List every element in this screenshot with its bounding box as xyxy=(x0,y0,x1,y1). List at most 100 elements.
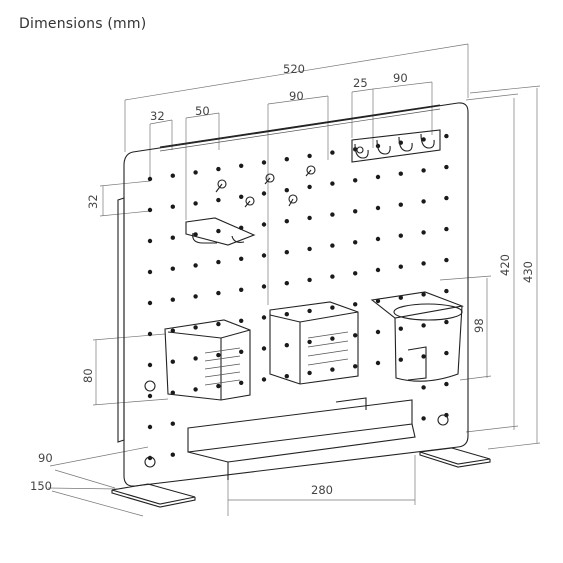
peg-hole xyxy=(421,385,426,390)
peg-hole xyxy=(353,240,358,245)
dim-hook-pitch: 25 xyxy=(353,76,368,90)
peg-hole xyxy=(170,390,175,395)
peg-hole xyxy=(170,235,175,240)
peg-hole xyxy=(353,178,358,183)
peg-hole xyxy=(330,243,335,248)
peg-hole xyxy=(398,202,403,207)
dim-base-depth: 150 xyxy=(30,479,52,493)
peg-hole xyxy=(375,174,381,180)
peg-hole xyxy=(330,367,335,372)
foot-left xyxy=(111,483,196,508)
peg-hole xyxy=(307,215,312,221)
dimension-lines xyxy=(47,43,541,517)
peg-hole xyxy=(353,364,358,369)
dim-height-total: 430 xyxy=(521,261,535,283)
peg-hole xyxy=(193,232,198,237)
peg-hole xyxy=(170,359,175,364)
peg-hole xyxy=(261,222,267,227)
peg-hole xyxy=(216,166,221,172)
peg-hole xyxy=(375,298,381,304)
peg-hole xyxy=(307,277,312,283)
peg-hole xyxy=(284,157,289,162)
peg-hole xyxy=(375,236,381,242)
dim-foot-depth: 90 xyxy=(38,451,53,465)
peg-hole xyxy=(216,228,221,234)
peg-hole xyxy=(170,328,175,333)
foot-right xyxy=(419,447,491,468)
peg-hole xyxy=(398,326,403,331)
peg-hole xyxy=(330,274,335,279)
peg-hole xyxy=(239,380,244,385)
peg-hole xyxy=(307,246,312,252)
peg-hole xyxy=(170,266,175,271)
dim-holder-width: 50 xyxy=(195,104,210,118)
peg-hole xyxy=(193,170,198,175)
peg-hole xyxy=(216,383,221,389)
peg-hole xyxy=(330,212,335,217)
peg-hole xyxy=(421,199,426,204)
peg-hole xyxy=(170,421,175,426)
peg-hole xyxy=(330,336,335,341)
peg-hole xyxy=(444,381,449,387)
peg-hole xyxy=(261,191,267,196)
peg-hole xyxy=(147,269,153,275)
peg-hole xyxy=(239,256,244,261)
peg-hole xyxy=(398,264,403,269)
peg-hole xyxy=(239,163,244,168)
peg-hole xyxy=(375,360,381,366)
peg-hole xyxy=(307,370,312,376)
peg-hole xyxy=(147,331,153,337)
peg-hole xyxy=(170,204,175,209)
peg-hole xyxy=(398,295,403,300)
peg-hole xyxy=(353,333,358,338)
bottom-shelf xyxy=(187,397,416,480)
peg-hole xyxy=(147,362,153,368)
peg-hole xyxy=(307,339,312,345)
peg-hole xyxy=(444,288,449,294)
peg-hole xyxy=(147,393,153,399)
peg-hole xyxy=(398,233,403,238)
peg-hole xyxy=(239,287,244,292)
peg-hole xyxy=(421,137,426,142)
peg-hole xyxy=(147,238,153,244)
peg-hole xyxy=(444,257,449,263)
peg-hole xyxy=(261,377,267,382)
diagram-title: Dimensions (mm) xyxy=(19,16,147,32)
peg-hole xyxy=(284,312,289,317)
peg-hole xyxy=(330,305,335,310)
peg-hole xyxy=(421,354,426,359)
peg-hole xyxy=(284,343,289,348)
peg-hole xyxy=(147,207,153,213)
peg-hole xyxy=(147,300,153,306)
peg-hole xyxy=(398,171,403,176)
dim-hook-span: 90 xyxy=(393,71,408,85)
dim-cup-height: 98 xyxy=(472,318,486,333)
peg-hole xyxy=(444,319,449,325)
basket-middle xyxy=(269,301,359,385)
dim-basket-height: 80 xyxy=(81,368,95,383)
peg-hole xyxy=(216,259,221,265)
peg-hole xyxy=(353,209,358,214)
peg-hole xyxy=(239,194,244,199)
peg-hole xyxy=(284,250,289,255)
peg-hole xyxy=(261,253,267,258)
dim-hole-row: 32 xyxy=(86,194,100,209)
peg-hole xyxy=(375,205,381,211)
peg-hole xyxy=(216,290,221,296)
dim-shelf-width: 280 xyxy=(311,483,333,497)
peg-hole xyxy=(284,374,289,379)
peg-hole xyxy=(193,356,198,361)
peg-hole xyxy=(330,150,335,155)
peg-hole xyxy=(444,412,449,418)
peg-hole xyxy=(375,329,381,335)
peg-hole xyxy=(398,357,403,362)
peg-hole xyxy=(216,352,221,358)
peg-hole xyxy=(421,416,426,421)
peg-hole xyxy=(353,271,358,276)
pegs xyxy=(215,165,316,208)
basket-left xyxy=(164,319,251,401)
peg-hole xyxy=(421,261,426,266)
peg-hole xyxy=(284,188,289,193)
dim-width-total: 520 xyxy=(283,62,305,76)
